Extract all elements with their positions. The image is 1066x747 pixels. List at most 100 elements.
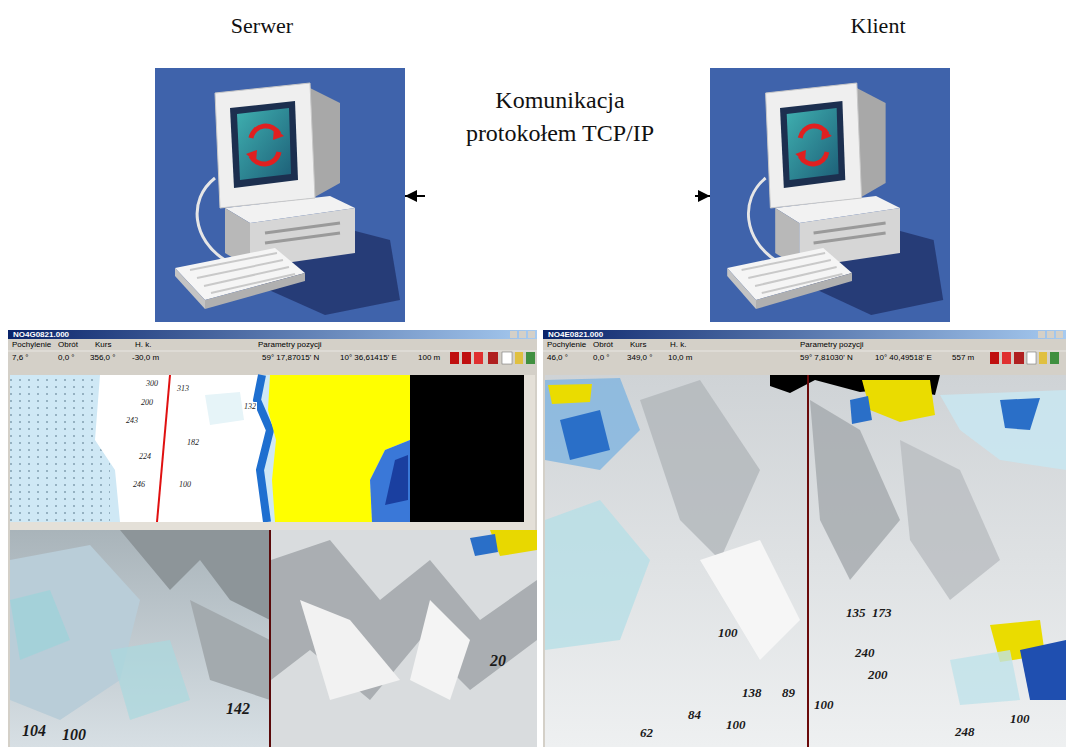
toolbar-value: 10,0 m xyxy=(668,353,692,362)
server-screenshot-part xyxy=(410,375,524,522)
depth-number: 89 xyxy=(782,686,795,701)
client-screenshot-part xyxy=(807,375,809,747)
server-screenshot-part xyxy=(510,331,517,338)
server-computer xyxy=(175,83,400,315)
server-screenshot-part xyxy=(8,351,537,352)
toolbar-value: 0,0 ° xyxy=(58,353,75,362)
client-screenshot-part xyxy=(1039,352,1047,364)
server-screenshot-part xyxy=(10,545,140,720)
client-screenshot-part xyxy=(543,330,1066,339)
client-screenshot-part xyxy=(1027,352,1036,364)
toolbar-label: Pochylenie xyxy=(12,340,51,349)
depth-number: 142 xyxy=(226,700,250,718)
window-title: NO4G0821.000 xyxy=(13,330,69,339)
server-screenshot-part xyxy=(462,352,471,364)
server-screenshot-part xyxy=(526,352,535,364)
client-screenshot-part xyxy=(560,410,610,460)
client-box: Klient xyxy=(710,5,950,322)
toolbar-label: Parametry pozycji xyxy=(800,340,864,349)
toolbar-value: 7,6 ° xyxy=(12,353,29,362)
client-screenshot-part xyxy=(810,400,900,580)
server-screenshot-part xyxy=(370,440,410,522)
server-screenshot-part xyxy=(474,352,483,364)
toolbar-value: 356,0 ° xyxy=(90,353,115,362)
toolbar-label: Kurs xyxy=(630,340,646,349)
toolbar-value: 10° 40,49518' E xyxy=(875,353,932,362)
server-screenshot-part xyxy=(157,375,170,522)
server-screenshot-part xyxy=(271,540,537,700)
toolbar-value: 557 m xyxy=(952,353,974,362)
depth-number: 224 xyxy=(138,452,152,461)
node-heading: Serwer xyxy=(221,10,303,42)
toolbar-value: 349,0 ° xyxy=(627,353,652,362)
client-screenshot-part xyxy=(545,375,1066,747)
depth-number: 100 xyxy=(814,698,834,713)
server-screenshot-part xyxy=(488,352,498,364)
server-screenshot-part xyxy=(190,600,270,700)
toolbar-label: Kurs xyxy=(95,340,111,349)
client-screenshot-part xyxy=(990,352,999,364)
server-screenshot-part xyxy=(519,331,526,338)
server-box: Serwer xyxy=(155,5,405,322)
client-screenshot-part xyxy=(548,384,592,404)
server-screenshot-part xyxy=(8,330,537,339)
client-screenshot-part xyxy=(545,500,650,650)
client-screenshot-part xyxy=(950,650,1020,705)
client-screenshot-part xyxy=(1000,398,1040,430)
server-screenshot-part xyxy=(10,375,110,522)
client-screenshot-part xyxy=(850,396,872,424)
client-screenshot-part xyxy=(1002,352,1011,364)
depth-number: 100 xyxy=(178,480,192,489)
server-screenshot-part xyxy=(269,530,271,747)
depth-number: 248 xyxy=(955,725,975,740)
server-screenshot-part xyxy=(450,352,459,364)
server-screenshot-part xyxy=(470,534,498,556)
toolbar-value: -30,0 m xyxy=(132,353,159,362)
toolbar-label: Pochylenie xyxy=(547,340,586,349)
arrow-connector xyxy=(695,195,710,197)
client-screenshot-part xyxy=(1047,331,1054,338)
toolbar-value: 100 m xyxy=(418,353,440,362)
client-screenshot-part xyxy=(900,440,1000,600)
server-screenshot-part xyxy=(300,600,400,700)
depth-number: 100 xyxy=(1010,712,1030,727)
server-screenshot-part xyxy=(528,331,535,338)
server-panel xyxy=(155,68,405,322)
depth-number: 300 xyxy=(145,379,159,388)
client-screenshot-part xyxy=(940,390,1066,470)
client-screenshot-part xyxy=(1038,331,1045,338)
depth-number: 200 xyxy=(140,398,154,407)
server-screenshot-part xyxy=(410,600,470,700)
client-panel xyxy=(710,68,950,322)
server-screenshot-part xyxy=(10,522,524,530)
depth-number: 100 xyxy=(718,626,738,641)
depth-number: 240 xyxy=(855,646,875,661)
server-screenshot-part xyxy=(271,530,537,747)
depth-number: 138 xyxy=(742,686,762,701)
client-screenshot-part xyxy=(543,351,1066,352)
depth-number: 132 xyxy=(243,402,257,411)
client-screenshot-part xyxy=(700,540,800,660)
depth-number: 313 xyxy=(176,384,190,393)
server-screenshot-part xyxy=(515,352,523,364)
toolbar-label: Parametry pozycji xyxy=(258,340,322,349)
node-heading: Klient xyxy=(841,10,916,42)
server-screenshot-part xyxy=(205,392,244,425)
depth-number: 104 xyxy=(22,722,46,740)
depth-number: 243 xyxy=(125,416,139,425)
toolbar-label: Obrót xyxy=(58,340,78,349)
depth-number: 62 xyxy=(640,726,653,741)
server-screenshot-part xyxy=(95,375,270,522)
depth-number: 84 xyxy=(688,708,701,723)
client-screenshot-part xyxy=(1014,352,1024,364)
toolbar-label: Obrót xyxy=(593,340,613,349)
toolbar-value: 0,0 ° xyxy=(593,353,610,362)
arrow-connector xyxy=(405,195,425,197)
client-screenshot-part xyxy=(1050,352,1059,364)
client-computer xyxy=(727,83,943,315)
depth-number: 135 xyxy=(846,606,866,621)
client-screenshot-part xyxy=(1020,640,1066,700)
